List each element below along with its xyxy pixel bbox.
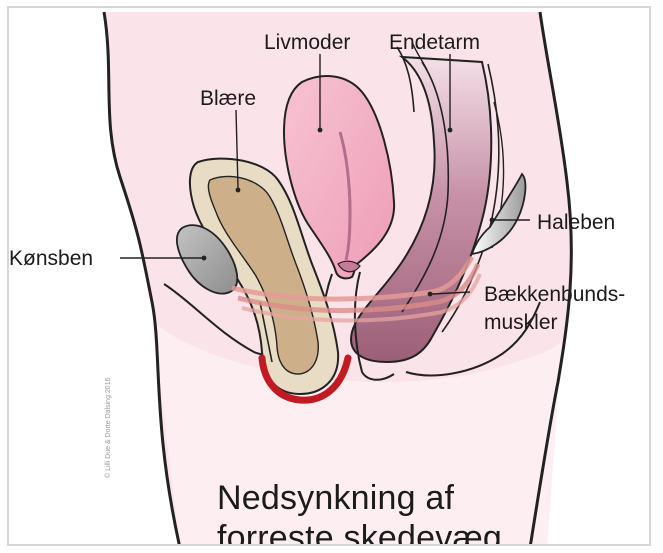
illustration-frame: Livmoder Endetarm Blære Haleben Kønsben … (7, 6, 651, 546)
blaere-leader-dot (236, 188, 241, 193)
caption-line1: Nedsynkning af (217, 478, 454, 518)
label-blaere: Blære (200, 88, 256, 109)
label-konsben: Kønsben (9, 248, 93, 269)
endetarm-leader-dot (448, 128, 453, 133)
konsben-leader-dot (202, 256, 207, 261)
baekkenbund-leader-dot (428, 292, 433, 297)
label-livmoder: Livmoder (264, 32, 350, 53)
label-haleben: Haleben (537, 212, 615, 233)
label-baekkenbund-line2: muskler (484, 312, 558, 333)
haleben-leader-dot (490, 218, 495, 223)
label-baekkenbund-line1: Bækkenbunds- (484, 284, 625, 305)
copyright-notice: © Lilli Due & Dorte Dalsing 2016 (105, 378, 112, 479)
livmoder-leader-dot (318, 128, 323, 133)
label-endetarm: Endetarm (389, 32, 480, 53)
caption-line2: forreste skedevæg (217, 518, 502, 546)
